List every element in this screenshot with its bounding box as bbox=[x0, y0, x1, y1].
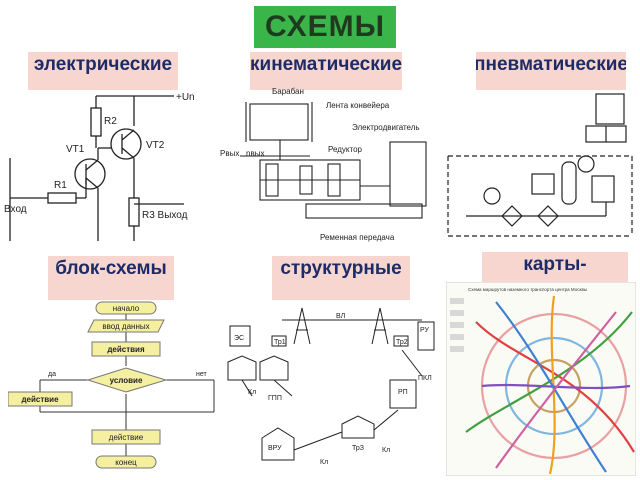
electric-vt1-label: VT1 bbox=[66, 144, 85, 155]
struct-vl-label: ВЛ bbox=[336, 313, 346, 320]
page-title: СХЕМЫ bbox=[254, 6, 396, 48]
electric-un-label: +Un bbox=[176, 92, 195, 103]
kinematic-drum-label: Барабан bbox=[272, 87, 304, 96]
kinematic-pout-label: Pвых bbox=[220, 149, 239, 158]
electric-r2-label: R2 bbox=[104, 116, 117, 127]
flow-no-label: нет bbox=[196, 371, 208, 378]
electric-input-label: Вход bbox=[4, 204, 27, 215]
struct-vru-label: ВРУ bbox=[268, 445, 282, 452]
label-kinematic: кинематические bbox=[250, 52, 402, 90]
flow-input-text: ввод данных bbox=[102, 322, 149, 331]
kinematic-vbelt-label: Ременная передача bbox=[320, 233, 395, 242]
flow-action3-text: действие bbox=[109, 433, 144, 442]
kinematic-motor-label: Электродвигатель bbox=[352, 123, 420, 132]
label-maps: карты- bbox=[482, 252, 628, 282]
struct-kl1-label: Кл bbox=[248, 389, 256, 396]
struct-rp-label: РП bbox=[398, 389, 408, 396]
struct-ru-label: РУ bbox=[420, 327, 430, 334]
block-flowchart: начало ввод данных действия условие да н… bbox=[8, 301, 215, 469]
struct-tr1-label: Тр1 bbox=[274, 339, 286, 346]
struct-gpp-label: ГПП bbox=[268, 395, 282, 402]
flow-action1 bbox=[91, 341, 161, 357]
label-structural: структурные bbox=[272, 256, 410, 300]
struct-pkl-label: ПКЛ bbox=[418, 375, 432, 382]
flow-action1-text: действия bbox=[107, 345, 145, 354]
kinematic-reducer-label: Редуктор bbox=[328, 145, 363, 154]
electric-circuit-diagram: +Un R2 VT1 VT2 R1 R3 Выход Вход bbox=[4, 92, 195, 241]
flow-condition-text: условие bbox=[110, 376, 143, 385]
flow-start-text: начало bbox=[113, 304, 140, 313]
label-pneumatic: пневматические bbox=[476, 52, 626, 90]
label-block: блок-схемы bbox=[48, 256, 174, 300]
kinematic-nout-label: nвых bbox=[246, 149, 264, 158]
structural-diagram: ВЛ ЭС Тр1 Тр2 РУ Кл ГПП РП ПКЛ ВРУ Кл Тр… bbox=[227, 307, 435, 466]
kinematic-belt-label: Лента конвейера bbox=[326, 101, 390, 110]
flow-action2-text: действие bbox=[21, 395, 59, 404]
pneumatic-diagram bbox=[447, 93, 633, 237]
electric-r3-label: R3 Выход bbox=[142, 210, 188, 221]
flow-yes-label: да bbox=[48, 371, 56, 378]
struct-tr2-label: Тр2 bbox=[396, 339, 408, 346]
flow-start bbox=[95, 301, 157, 315]
flow-input bbox=[87, 319, 165, 333]
struct-tp3-label: ТрЗ bbox=[352, 445, 364, 452]
struct-es-label: ЭС bbox=[234, 335, 244, 342]
flow-action3 bbox=[91, 429, 161, 445]
flow-end-text: конец bbox=[115, 458, 137, 467]
flow-condition bbox=[86, 367, 168, 393]
electric-vt2-label: VT2 bbox=[146, 140, 165, 151]
label-electric: электрические bbox=[28, 52, 178, 90]
flow-end bbox=[95, 455, 157, 469]
electric-r1-label: R1 bbox=[54, 180, 67, 191]
struct-kl3-label: Кл bbox=[382, 447, 390, 454]
flow-action2 bbox=[8, 391, 73, 407]
struct-kl2-label: Кл bbox=[320, 459, 328, 466]
map-caption: Схема маршрутов наземного транспорта цен… bbox=[468, 287, 587, 292]
kinematic-diagram: Барабан Лента конвейера Электродвигатель… bbox=[220, 87, 427, 242]
transit-map: Схема маршрутов наземного транспорта цен… bbox=[446, 282, 636, 476]
